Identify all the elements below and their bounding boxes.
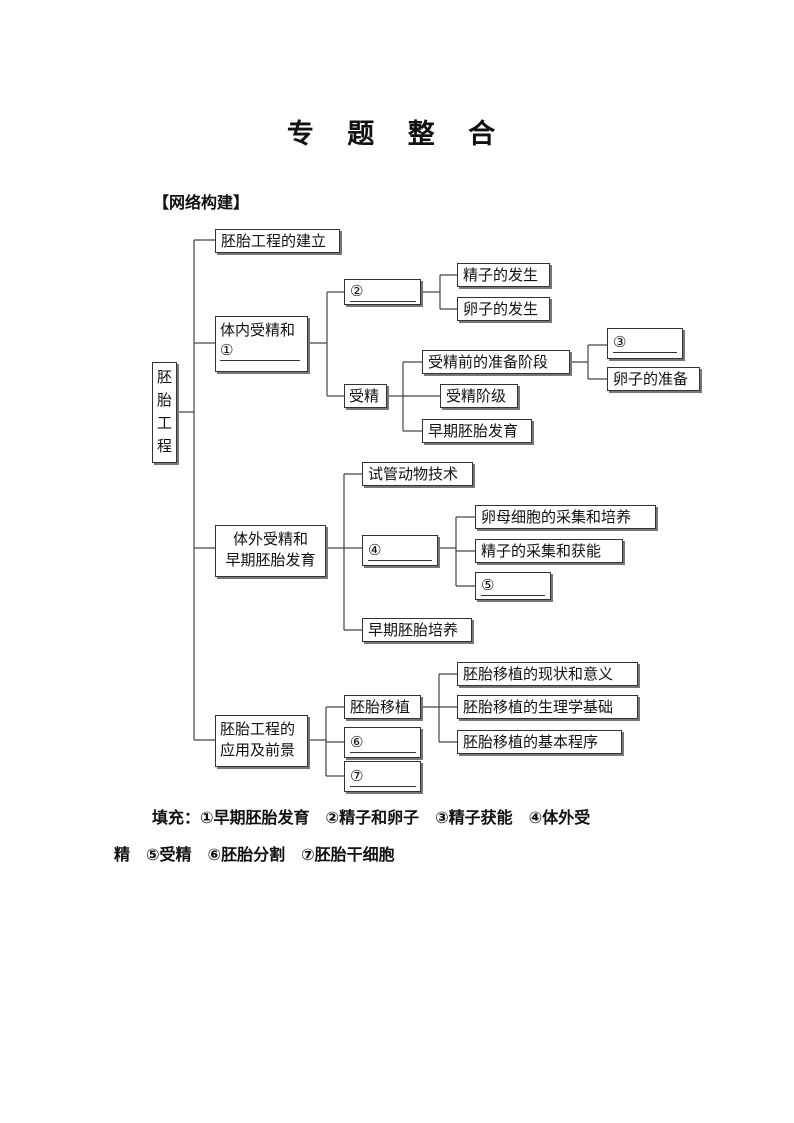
node-egg-development: 卵子的发生 [457, 297, 550, 321]
node-test-tube-animal-tech: 试管动物技术 [362, 462, 473, 486]
node-line: 体外受精和 [232, 530, 308, 548]
blank-3: ③ [613, 332, 677, 353]
node-blank-2: ② [344, 279, 421, 305]
node-transfer-procedure: 胚胎移植的基本程序 [457, 730, 622, 754]
root-node: 胚胎工程 [152, 362, 177, 463]
blank-7: ⑦ [350, 766, 416, 787]
node-blank-3: ③ [607, 328, 683, 359]
blank-4: ④ [368, 540, 432, 561]
blank-1: ① [220, 340, 300, 361]
node-application-prospects: 胚胎工程的 应用及前景 [215, 715, 308, 767]
node-blank-7: ⑦ [344, 761, 421, 792]
node-oocyte-collection: 卵母细胞的采集和培养 [475, 505, 656, 529]
blank-6: ⑥ [350, 732, 416, 753]
node-fertilization-stage: 受精阶级 [440, 384, 518, 408]
answers-line-2: 精 ⑤受精 ⑥胚胎分割 ⑦胚胎干细胞 [114, 845, 395, 864]
page-title: 专 题 整 合 [286, 119, 508, 150]
node-sperm-collection: 精子的采集和获能 [475, 539, 623, 563]
node-egg-preparation: 卵子的准备 [607, 367, 700, 391]
node-blank-6: ⑥ [344, 727, 421, 758]
node-transfer-status: 胚胎移植的现状和意义 [457, 662, 638, 686]
node-early-embryo-development: 早期胚胎发育 [422, 419, 532, 443]
node-line: 应用及前景 [220, 741, 296, 759]
node-sperm-development: 精子的发生 [457, 263, 550, 287]
node-fertilization: 受精 [344, 384, 387, 408]
section-heading: 【网络构建】 [153, 193, 250, 212]
node-blank-5: ⑤ [475, 572, 551, 600]
node-line: 胚胎工程的 [220, 720, 296, 738]
blank-2: ② [350, 281, 416, 302]
node-embryo-transfer: 胚胎移植 [344, 695, 421, 719]
node-transfer-physiology: 胚胎移植的生理学基础 [457, 695, 638, 719]
node-line: 体内受精和 [220, 321, 296, 339]
answers-line-1: 填充：①早期胚胎发育 ②精子和卵子 ③精子获能 ④体外受 [152, 808, 591, 827]
blank-5: ⑤ [481, 575, 545, 596]
node-in-vivo-fertilization: 体内受精和 ① [215, 316, 308, 372]
node-early-embryo-culture: 早期胚胎培养 [362, 618, 472, 642]
node-pre-fertilization-prep: 受精前的准备阶段 [422, 350, 570, 374]
node-embryo-engineering-establishment: 胚胎工程的建立 [215, 229, 340, 253]
node-in-vitro-fertilization: 体外受精和 早期胚胎发育 [215, 525, 326, 577]
node-blank-4: ④ [362, 535, 438, 566]
node-line: 早期胚胎发育 [225, 551, 316, 569]
